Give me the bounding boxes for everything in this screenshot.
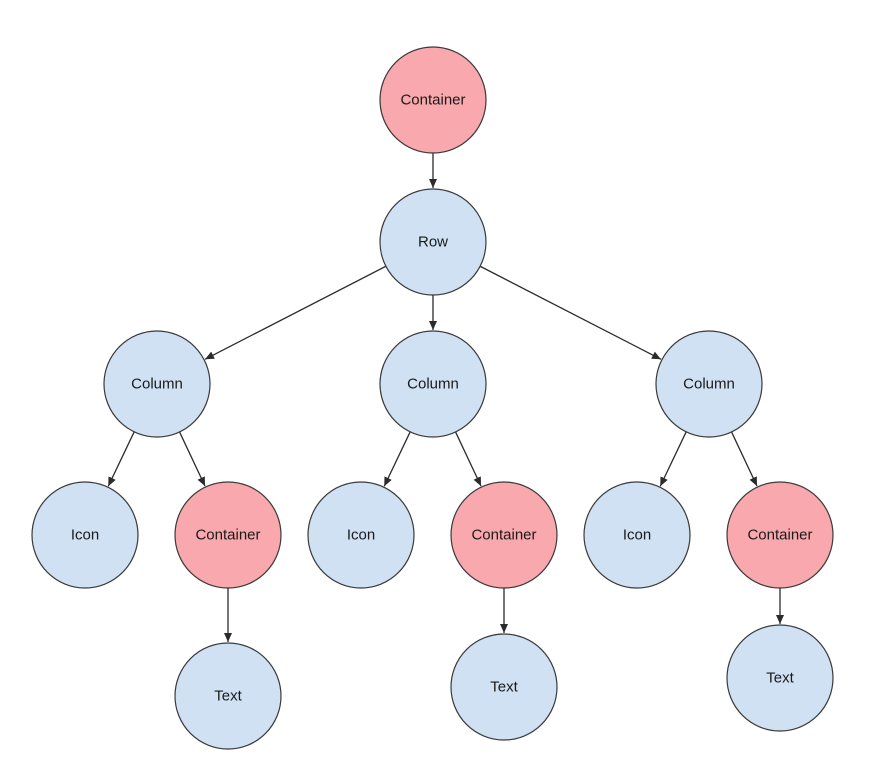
edge-col3-to-icon3	[659, 431, 687, 487]
node-circle	[174, 481, 282, 589]
edge-row-to-col3	[479, 265, 662, 360]
node-cont1: Container	[174, 481, 282, 589]
node-circle	[726, 624, 834, 732]
node-label: Container	[471, 527, 536, 544]
node-circle	[379, 330, 487, 438]
node-circle	[31, 481, 139, 589]
edge-col2-to-cont2	[454, 431, 482, 487]
node-label: Text	[214, 688, 242, 705]
node-text1: Text	[174, 642, 282, 750]
node-root: Container	[379, 46, 487, 154]
edges-layer	[107, 153, 784, 642]
node-col3: Column	[655, 330, 763, 438]
node-circle	[174, 642, 282, 750]
edge-col3-to-cont3	[730, 431, 758, 487]
node-icon2: Icon	[307, 481, 415, 589]
node-label: Column	[407, 376, 459, 393]
edge-row-to-col1	[204, 265, 387, 360]
node-cont2: Container	[450, 481, 558, 589]
node-text3: Text	[726, 624, 834, 732]
node-label: Icon	[71, 527, 99, 544]
node-circle	[379, 46, 487, 154]
node-col2: Column	[379, 330, 487, 438]
node-label: Container	[400, 92, 465, 109]
node-circle	[307, 481, 415, 589]
node-icon1: Icon	[31, 481, 139, 589]
node-label: Column	[131, 376, 183, 393]
node-circle	[583, 481, 691, 589]
node-icon3: Icon	[583, 481, 691, 589]
node-circle	[450, 481, 558, 589]
node-label: Container	[747, 527, 812, 544]
node-label: Column	[683, 376, 735, 393]
node-text2: Text	[450, 633, 558, 741]
node-label: Icon	[347, 527, 375, 544]
node-col1: Column	[103, 330, 211, 438]
node-circle	[103, 330, 211, 438]
edge-col1-to-cont1	[178, 431, 206, 487]
edge-col2-to-icon2	[383, 431, 411, 487]
node-label: Row	[418, 234, 448, 251]
node-label: Container	[195, 527, 260, 544]
node-label: Text	[766, 670, 794, 687]
node-label: Icon	[623, 527, 651, 544]
node-circle	[726, 481, 834, 589]
edge-col1-to-icon1	[107, 431, 135, 487]
node-cont3: Container	[726, 481, 834, 589]
node-row: Row	[379, 188, 487, 296]
node-label: Text	[490, 679, 518, 696]
node-circle	[450, 633, 558, 741]
node-circle	[379, 188, 487, 296]
node-circle	[655, 330, 763, 438]
